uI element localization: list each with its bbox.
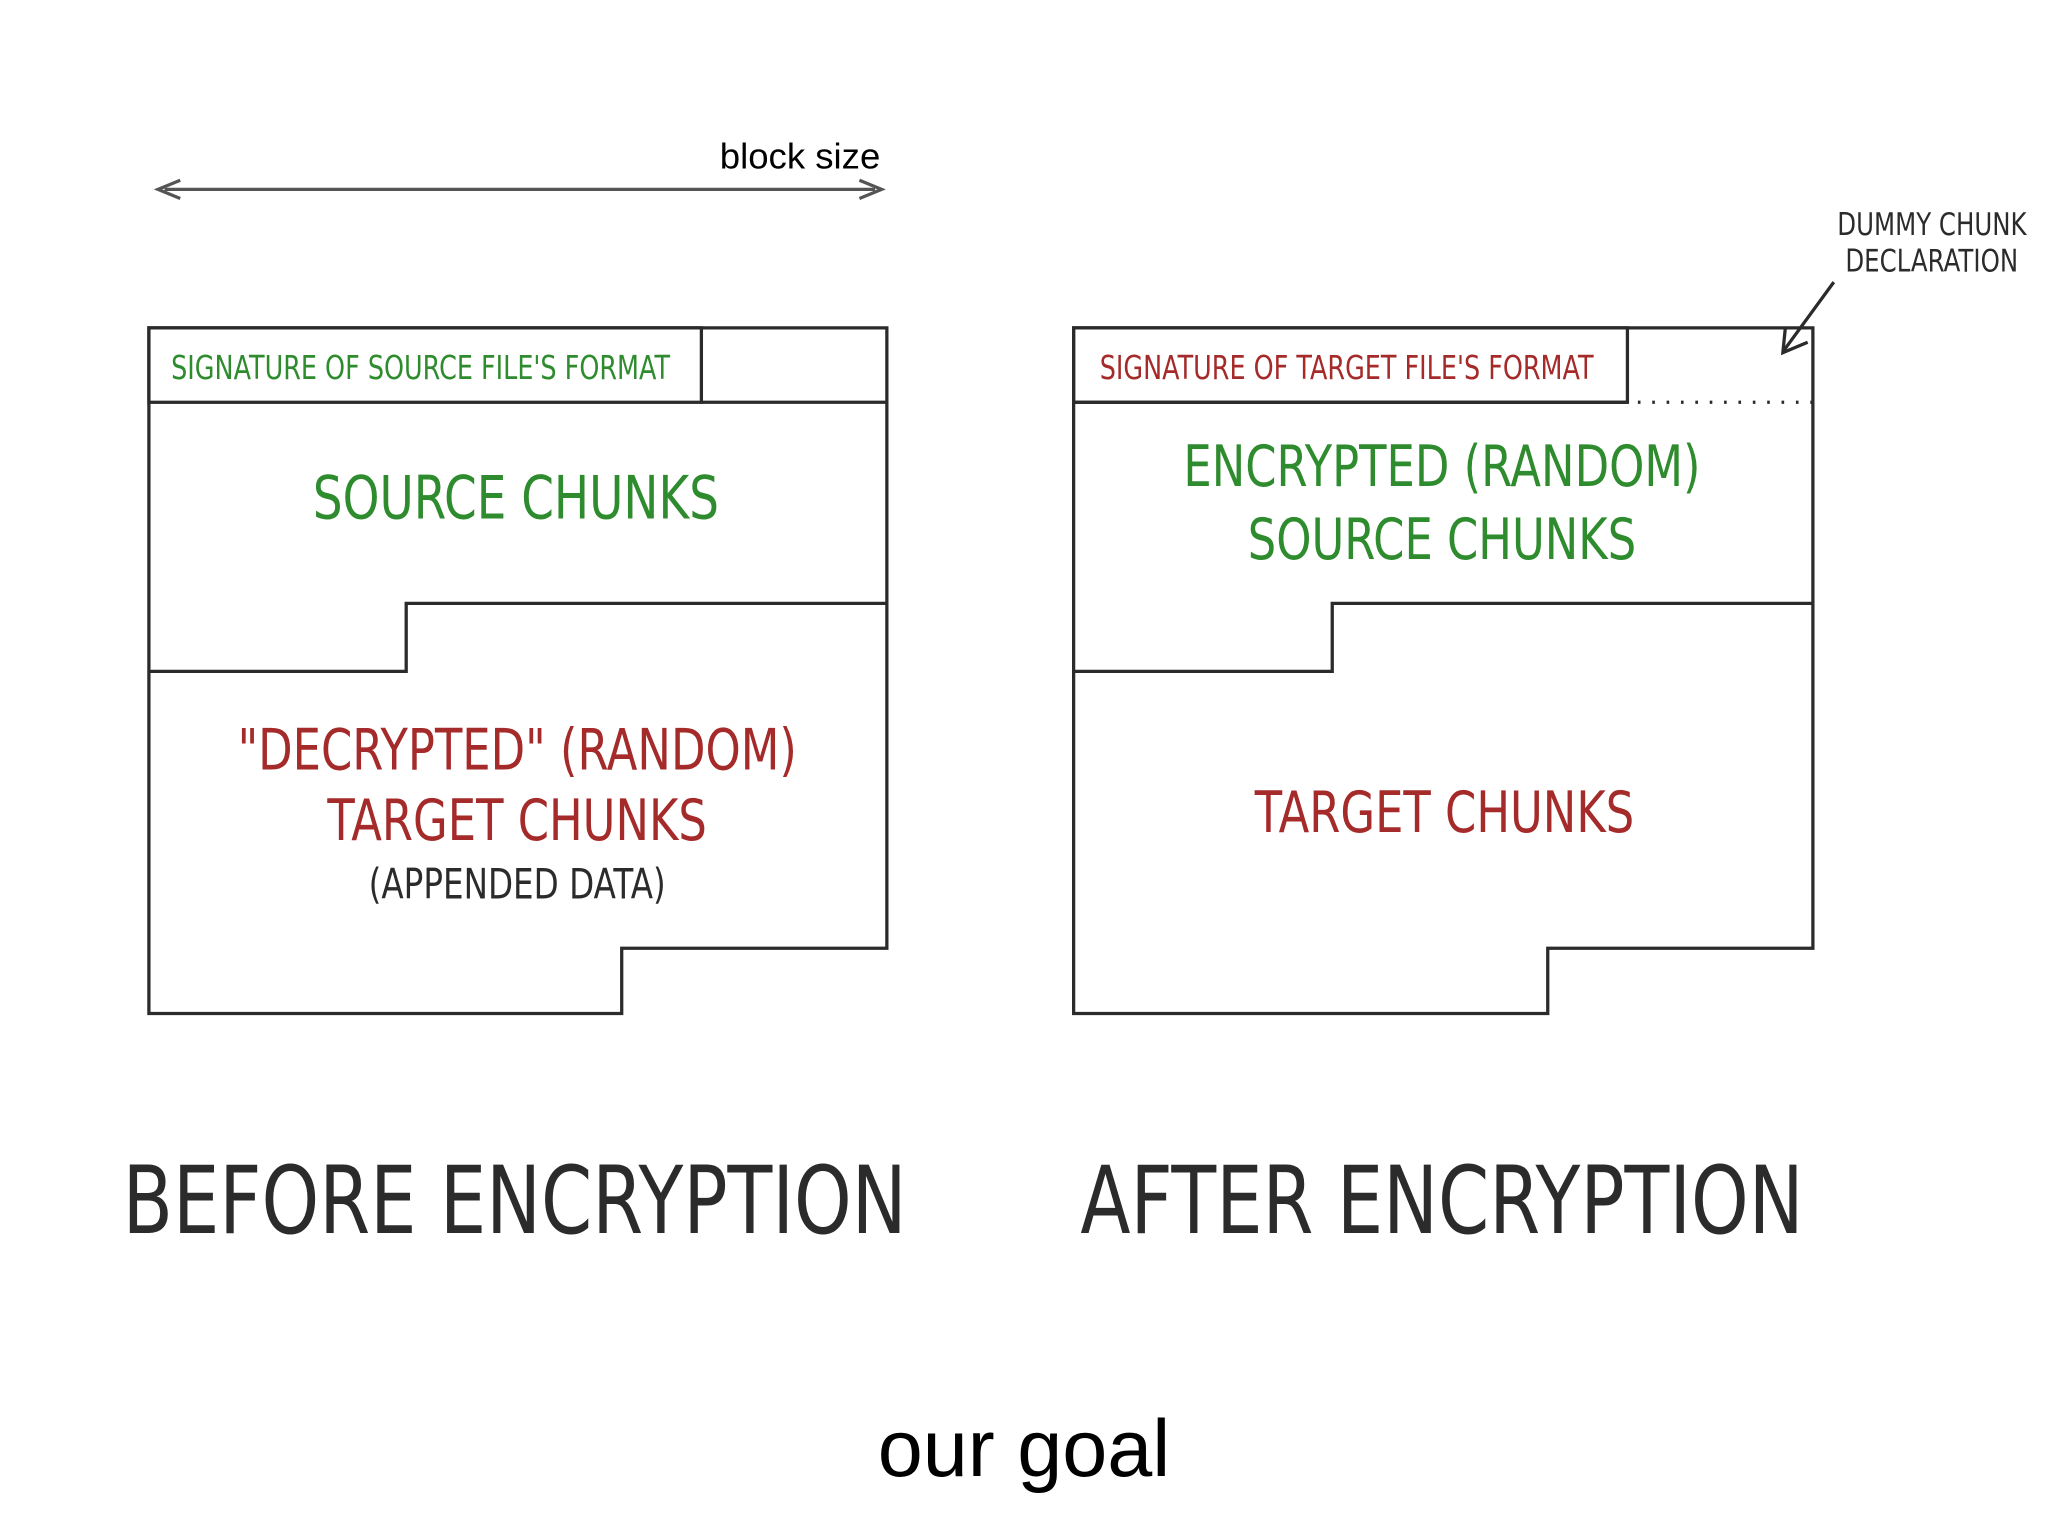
dummy-chunk-annotation: DUMMY CHUNK DECLARATION [1780,206,2028,356]
after-target-chunks-label: TARGET CHUNKS [1254,780,1634,847]
block-size-arrow [153,178,886,201]
after-step-divider [1073,601,1813,673]
dummy-chunk-arrow [1780,281,1836,356]
before-outline [147,326,889,1016]
dummy-chunk-line2: DECLARATION [1845,243,2018,280]
after-caption: AFTER ENCRYPTION [1080,1146,1803,1255]
before-target-line2: TARGET CHUNKS [327,787,707,854]
after-source-line2: SOURCE CHUNKS [1248,507,1636,574]
after-diagram: SIGNATURE OF TARGET FILE'S FORMAT ENCRYP… [1071,326,1815,1016]
footer-title: our goal [878,1404,1171,1494]
before-step-divider [148,601,887,673]
before-diagram: SIGNATURE OF SOURCE FILE'S FORMAT SOURCE… [147,326,889,1016]
before-appended-label: (APPENDED DATA) [369,860,666,909]
after-source-line1: ENCRYPTED (RANDOM) [1183,433,1700,500]
dummy-chunk-line1: DUMMY CHUNK [1837,206,2028,243]
before-source-chunks-label: SOURCE CHUNKS [313,463,719,533]
before-target-line1: "DECRYPTED" (RANDOM) [238,717,797,784]
before-signature-box [147,326,704,404]
block-size-label: block size [720,135,881,176]
after-signature-label: SIGNATURE OF TARGET FILE'S FORMAT [1100,349,1594,387]
after-outline [1071,326,1815,1016]
before-caption: BEFORE ENCRYPTION [123,1146,907,1255]
before-signature-label: SIGNATURE OF SOURCE FILE'S FORMAT [171,349,670,387]
